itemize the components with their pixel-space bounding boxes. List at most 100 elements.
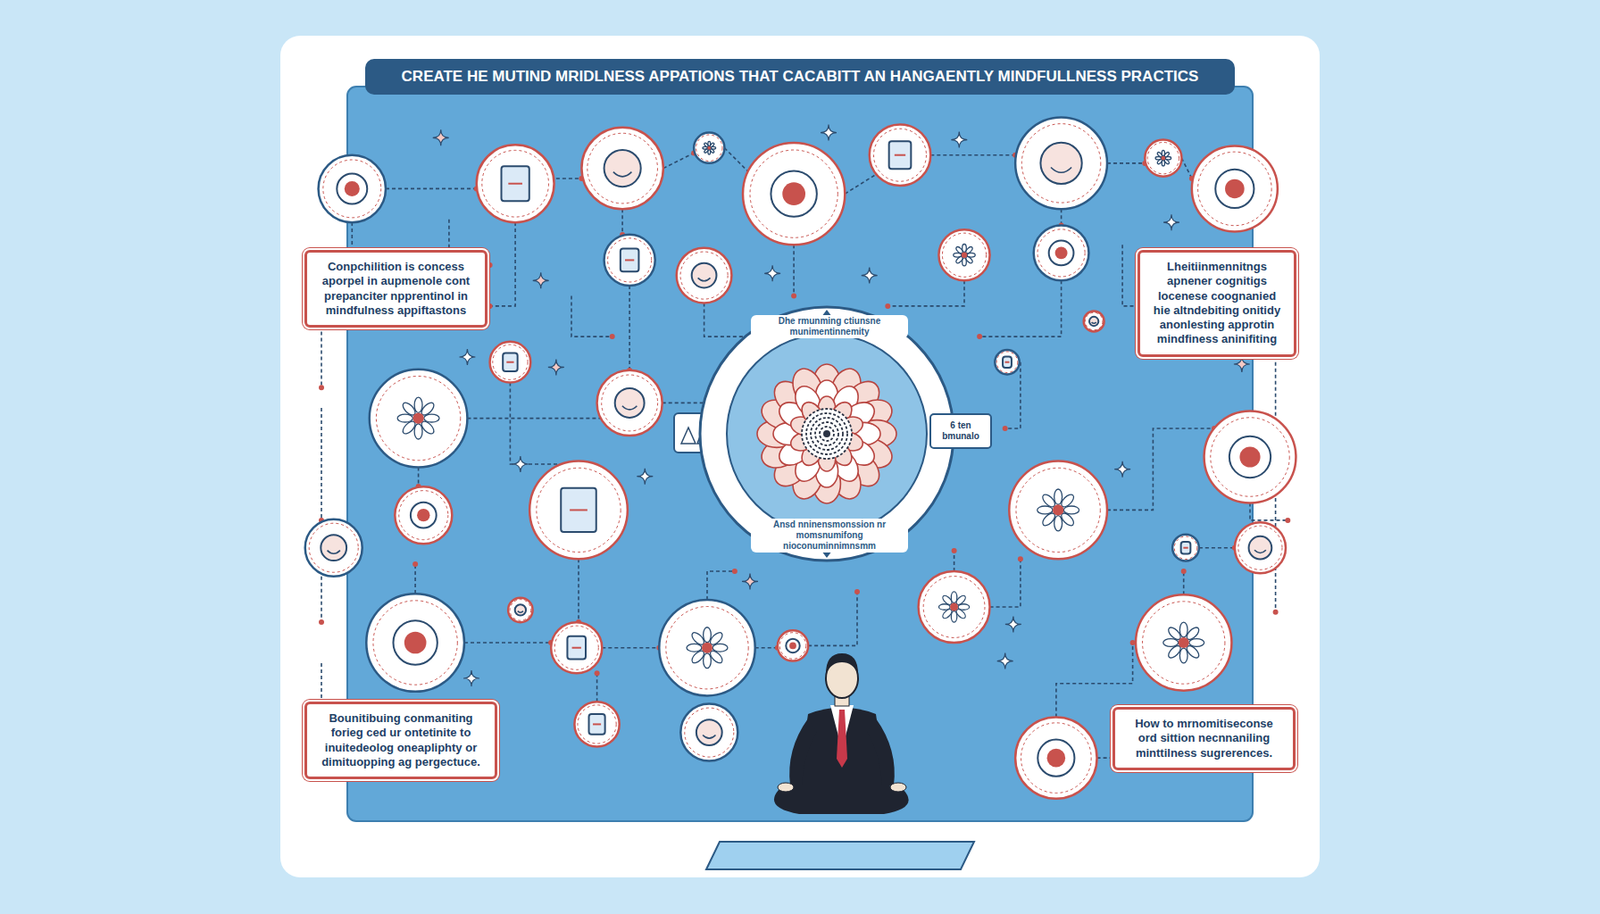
wire-dot <box>1284 517 1291 524</box>
icon <box>369 369 468 468</box>
wire-dot <box>884 303 891 309</box>
wire-dot <box>951 548 958 554</box>
text-box: Conpchilition is concess aporpel in aupm… <box>304 250 488 328</box>
icon <box>318 155 386 223</box>
wire-dot <box>594 670 600 676</box>
icon <box>394 486 452 544</box>
sparkle <box>458 349 475 366</box>
text-box: How to mrnomitiseconse ord sittion necnn… <box>1112 707 1296 771</box>
sparkle <box>636 468 653 485</box>
dashed-wire <box>663 152 694 168</box>
dashed-wire <box>385 188 477 191</box>
dashed-wire <box>320 576 323 623</box>
sparkle <box>1233 356 1250 373</box>
dashed-wire <box>577 558 580 623</box>
dashed-wire <box>466 417 612 420</box>
sparkle <box>1114 461 1131 478</box>
sparkle <box>512 456 529 473</box>
icon <box>693 133 725 164</box>
sparkle <box>950 132 967 149</box>
dashed-wire <box>979 280 1062 337</box>
wire-dot <box>1273 609 1279 616</box>
icon <box>476 144 555 223</box>
icon <box>581 127 663 209</box>
sparkle <box>463 670 480 687</box>
icon <box>869 124 932 186</box>
icon <box>490 341 532 384</box>
dashed-wire <box>1056 642 1134 717</box>
icon <box>529 461 628 560</box>
icon <box>1015 116 1108 209</box>
wire-dot <box>1181 568 1187 575</box>
sparkle <box>433 129 450 146</box>
sparkle <box>820 125 837 142</box>
sparkle <box>1163 214 1180 231</box>
sparkle <box>741 573 759 590</box>
wire-dot <box>1017 556 1024 562</box>
wire-dot <box>976 333 983 340</box>
wire-dot <box>487 262 493 268</box>
text-box: Bounitibuing conmaniting forieg ced ur o… <box>304 701 498 780</box>
dashed-wire <box>707 571 735 600</box>
icon-circles <box>305 116 1297 799</box>
icon <box>1191 145 1278 232</box>
icon <box>658 600 755 696</box>
dashed-wire <box>887 280 965 307</box>
node-text: Bounitibuing conmaniting forieg ced ur o… <box>316 711 486 770</box>
icon <box>676 248 733 304</box>
dashed-wire <box>350 222 353 250</box>
dashed-wire <box>464 641 551 644</box>
dashed-wire <box>556 177 583 180</box>
icon <box>1172 534 1200 562</box>
icon <box>742 142 845 245</box>
text-box: Lheitiinmennitngs apnener cognitigs loce… <box>1137 250 1297 358</box>
node-text: Conpchilition is concess aporpel in aupm… <box>316 259 476 318</box>
dashed-wire <box>1199 547 1235 550</box>
dashed-wire <box>704 302 756 337</box>
dashed-wire <box>930 154 1016 157</box>
card <box>280 35 1320 878</box>
node-text: How to mrnomitiseconse ord sittion necnn… <box>1124 716 1284 761</box>
dashed-wire <box>1181 158 1192 179</box>
sparkle <box>764 265 781 282</box>
wire-dot <box>487 303 493 309</box>
dashed-wire <box>1183 571 1185 595</box>
wire-dot <box>318 384 325 391</box>
icon <box>918 571 991 643</box>
central-ring: Dhe rmunming ctiunsne munimentinnemityAn… <box>697 304 957 564</box>
sparkle <box>861 267 878 284</box>
icon <box>574 701 619 747</box>
dashed-wire <box>596 673 599 702</box>
dashed-wire <box>628 285 631 371</box>
wire-dot <box>412 561 418 567</box>
sparkle <box>997 653 1014 670</box>
ring-text: Dhe rmunming ctiunsne munimentinnemity <box>750 315 909 339</box>
icon <box>1135 594 1232 691</box>
dashed-wire <box>808 591 858 647</box>
ring-tab: 6 ten bmunalo <box>929 413 992 450</box>
dashed-wire <box>990 558 1021 608</box>
wire-dot <box>854 589 860 595</box>
dashed-wire <box>953 550 956 572</box>
wire-dot <box>1130 640 1136 646</box>
icon <box>1008 461 1108 560</box>
wire-dot <box>609 333 616 340</box>
wire-dot <box>791 292 797 299</box>
icon <box>1144 140 1182 177</box>
icon <box>604 234 656 286</box>
dashed-wire <box>601 647 659 650</box>
icon <box>777 630 809 661</box>
sparkle <box>533 272 550 289</box>
node-text: 6 ten bmunalo <box>934 420 987 442</box>
icon <box>1204 411 1297 504</box>
meditating-person <box>706 653 975 870</box>
dashed-wire <box>490 222 517 307</box>
dashed-wire <box>320 331 323 388</box>
dashed-wire <box>414 564 417 594</box>
icon <box>550 622 602 674</box>
dashed-wire <box>621 208 624 235</box>
dashed-wire <box>844 173 878 194</box>
wire-dot <box>1002 425 1009 432</box>
icon <box>680 704 738 762</box>
dashed-wire <box>509 383 579 465</box>
